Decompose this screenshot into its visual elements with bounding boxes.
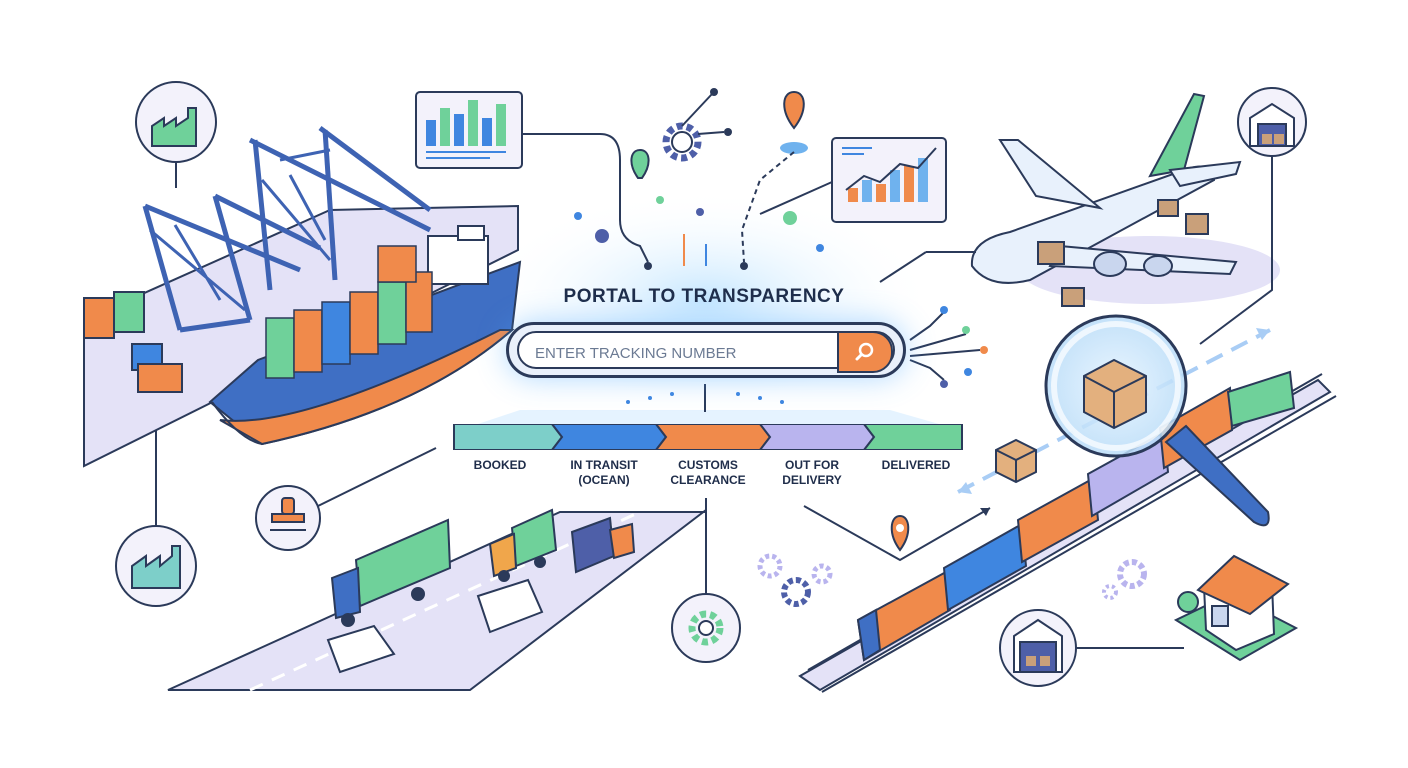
truck-green xyxy=(330,518,452,627)
line-chart-card xyxy=(831,137,947,223)
status-step-1 xyxy=(453,424,564,450)
search-icon xyxy=(855,342,874,361)
dock-containers xyxy=(83,291,183,393)
status-step-2 xyxy=(550,424,668,450)
settings-gear-icon xyxy=(671,593,741,663)
warehouse-icon xyxy=(1237,87,1307,157)
truck-orange xyxy=(488,508,558,582)
network-connectors xyxy=(909,311,981,381)
factory-icon xyxy=(135,81,217,188)
status-step-label-4: OUT FOR DELIVERY xyxy=(782,458,842,487)
house-icon xyxy=(1173,554,1299,662)
shipment-status-progress xyxy=(453,424,963,450)
tracking-number-input[interactable] xyxy=(533,333,837,373)
freight-train xyxy=(856,370,1296,662)
customs-stamp-icon xyxy=(255,447,437,551)
status-step-3 xyxy=(654,424,772,450)
port-crane-right xyxy=(248,125,432,291)
tracking-search-bar xyxy=(506,322,906,378)
search-field-frame xyxy=(517,331,895,373)
magnifier-icon xyxy=(1044,314,1270,527)
port-crane-left xyxy=(142,193,322,333)
location-pin-icon-small xyxy=(890,514,910,552)
warehouse-factory-icon xyxy=(115,430,197,607)
warehouse-icon-bottom xyxy=(999,609,1184,687)
status-step-label-5: DELIVERED xyxy=(881,458,951,472)
van-white xyxy=(326,578,544,674)
status-step-label-2: IN TRANSIT (OCEAN) xyxy=(570,458,638,487)
airplane xyxy=(970,92,1242,307)
status-step-4 xyxy=(758,424,876,450)
page-title: PORTAL TO TRANSPARENCY xyxy=(563,286,845,307)
bar-chart-card xyxy=(415,91,523,169)
location-pin-icon xyxy=(630,90,808,179)
ship-containers xyxy=(265,245,433,379)
status-step-label-3: CUSTOMS CLEARANCE xyxy=(670,458,746,487)
gear-cluster-icons xyxy=(757,553,1147,607)
status-step-5 xyxy=(862,424,963,450)
gear-icon xyxy=(662,122,702,162)
van-blue xyxy=(570,516,636,574)
search-button[interactable] xyxy=(837,331,893,373)
data-dots xyxy=(574,196,824,266)
package-icon xyxy=(995,438,1037,484)
status-step-label-1: BOOKED xyxy=(473,458,527,472)
